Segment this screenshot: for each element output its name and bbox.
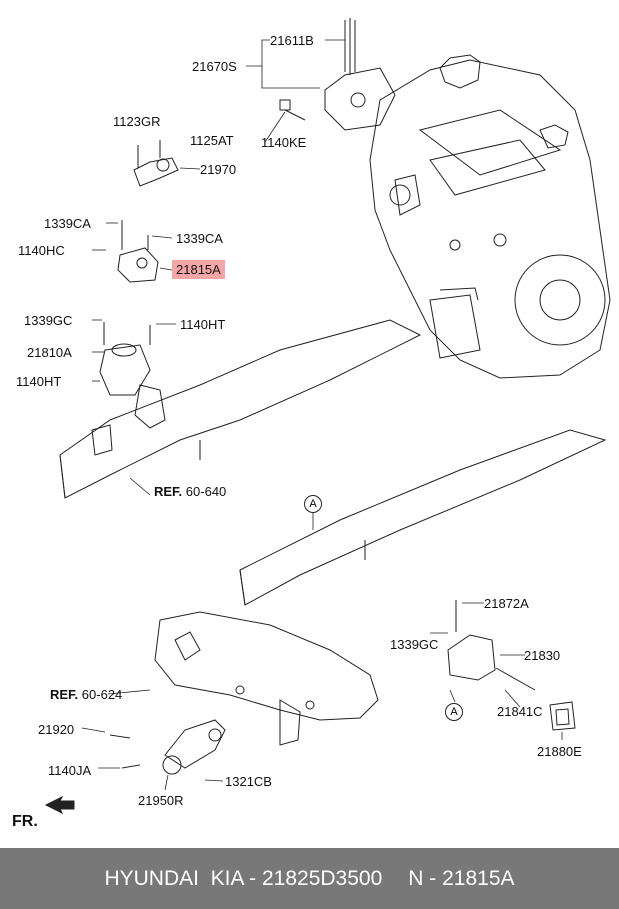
engine-block [369, 54, 611, 379]
label-1123GR: 1123GR [113, 114, 161, 129]
marker-a-lower: A [445, 703, 463, 721]
ref-60-624-number: 60-624 [81, 687, 123, 702]
marker-a-upper: A [304, 495, 322, 513]
label-21830: 21830 [524, 648, 561, 663]
ref-60-640-prefix: REF. [154, 484, 183, 499]
footer-reference: N - 21815A [408, 866, 515, 890]
front-arrow-icon [44, 795, 75, 815]
pad-21880E [549, 701, 576, 731]
label-1339GC-upper: 1339GC [24, 313, 73, 328]
label-21670S: 21670S [192, 59, 237, 74]
ref-60-640[interactable]: REF. 60-640 [154, 484, 226, 499]
label-1140KE: 1140KE [261, 135, 307, 150]
label-21920: 21920 [38, 722, 75, 737]
bracket-21970 [133, 140, 179, 187]
label-1140HT-upper: 1140HT [180, 317, 226, 332]
label-1321CB: 1321CB [225, 774, 272, 789]
exploded-parts-diagram [44, 18, 611, 815]
label-1339GC-lower: 1339GC [390, 637, 439, 652]
label-1339CA-lower: 1339CA [176, 231, 223, 246]
left-side-member [59, 319, 422, 499]
label-1140HT-lower: 1140HT [16, 374, 62, 389]
label-21950R: 21950R [138, 793, 184, 808]
label-1125AT: 1125AT [190, 133, 234, 148]
label-21841C: 21841C [497, 704, 543, 719]
footer-brand-part: HYUNDAI KIA - 21825D3500 [104, 866, 383, 890]
roll-rod-21950R [109, 719, 226, 775]
mount-21830 [447, 600, 536, 691]
part-number-footer: HYUNDAI KIA - 21825D3500 N - 21815A [0, 848, 619, 909]
label-21815A-highlighted: 21815A [172, 260, 225, 279]
bracket-21815A [117, 220, 159, 283]
front-direction-label: FR. [12, 813, 38, 830]
subframe [154, 611, 379, 746]
ref-60-640-number: 60-640 [185, 484, 227, 499]
bracket-21670S [324, 18, 396, 131]
label-21810A: 21810A [27, 345, 72, 360]
ref-60-624[interactable]: REF. 60-624 [50, 687, 122, 702]
ref-60-624-prefix: REF. [50, 687, 79, 702]
label-21880E: 21880E [537, 744, 582, 759]
label-1339CA-upper: 1339CA [44, 216, 91, 231]
label-21872A: 21872A [484, 596, 529, 611]
right-side-member [239, 429, 607, 606]
label-1140JA: 1140JA [48, 763, 92, 778]
bolt-1140KE [279, 99, 306, 121]
label-21611B: 21611B [270, 33, 314, 48]
label-1140HC: 1140HC [18, 243, 65, 258]
leader-lines [81, 39, 563, 791]
mount-21810A [99, 322, 151, 396]
label-21970: 21970 [200, 162, 237, 177]
